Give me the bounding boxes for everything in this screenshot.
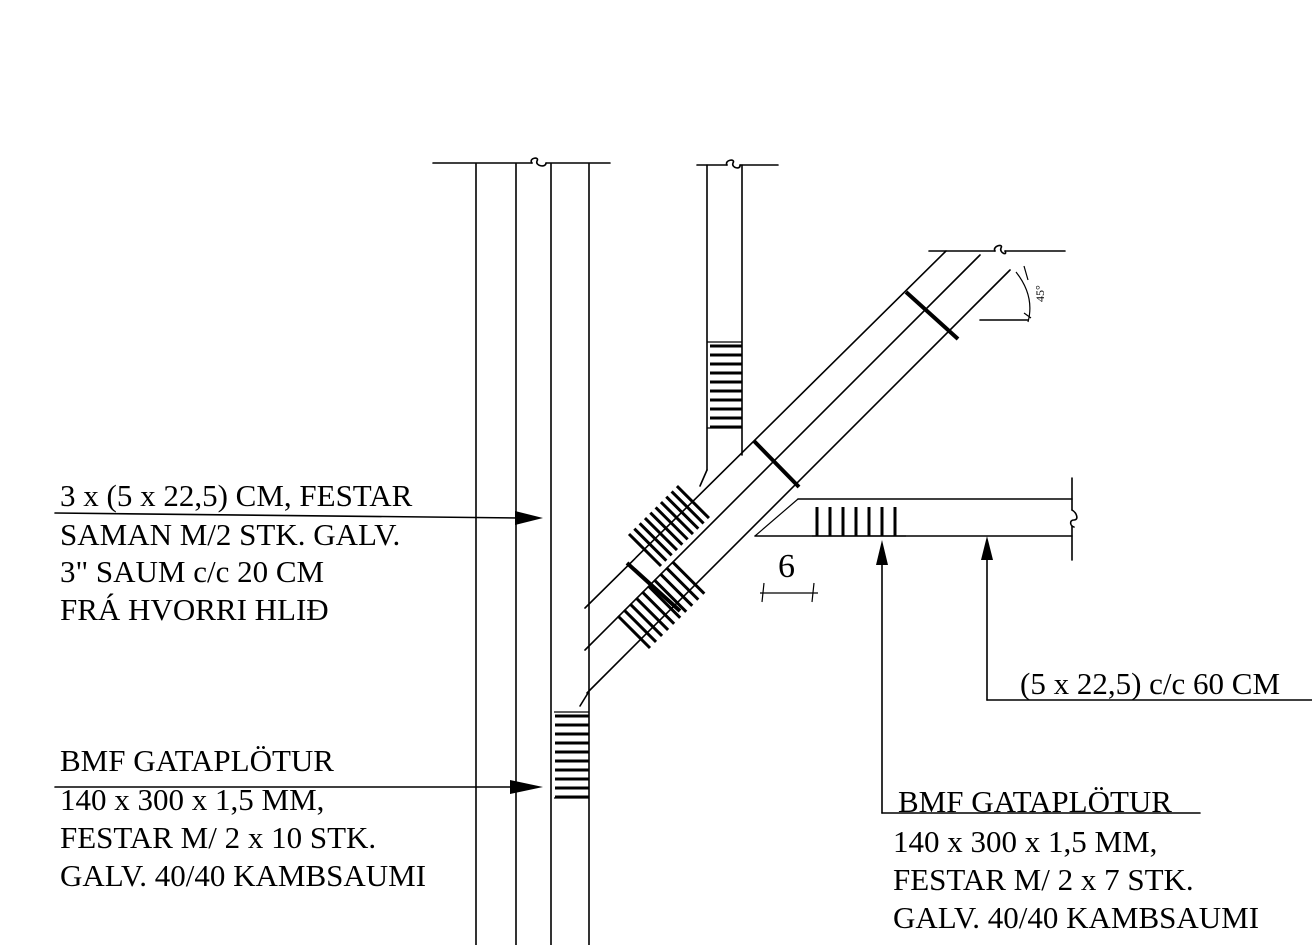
nail-mark [641,590,676,625]
nail-mark [665,495,700,530]
label-plate-right-line-4: GALV. 40/40 KAMBSAUMI [893,900,1259,935]
nail-row-diagonal-upper [627,485,710,568]
label-plate-left-line-2: 140 x 300 x 1,5 MM, [60,782,324,817]
nail-mark [647,584,682,619]
label-plate-right-line-2: 140 x 300 x 1,5 MM, [893,824,1157,859]
nail-row-diagonal-lower [616,560,706,650]
angle-label: 45° [1033,285,1047,302]
label-plate-right-line-3: FESTAR M/ 2 x 7 STK. [893,862,1194,897]
nail-plate-upper [707,341,742,429]
nail-mark [671,560,706,595]
dimension-spacing: 6 [760,548,818,603]
label-member-line-4: FRÁ HVORRI HLIÐ [60,592,329,627]
label-member-line-1: 3 x (5 x 22,5) CM, FESTAR [60,478,413,513]
nail-mark [616,614,652,650]
label-plate-left: BMF GATAPLÖTUR 140 x 300 x 1,5 MM, FESTA… [60,743,426,893]
nail-mark [638,522,673,557]
nail-mark [665,566,700,601]
vertical-post [432,157,611,945]
nail-mark [649,511,684,546]
nail-plate-lower [554,711,589,799]
nail-mark [622,608,658,644]
horizontal-joist [754,477,1078,561]
label-member-line-3: 3" SAUM c/c 20 CM [60,554,324,589]
nail-mark [659,572,694,607]
nail-mark [643,516,679,552]
label-plate-right-line-1: BMF GATAPLÖTUR [898,784,1172,819]
label-plate-right: BMF GATAPLÖTUR 140 x 300 x 1,5 MM, FESTA… [893,784,1259,935]
nail-mark [633,527,668,562]
nail-mark [654,506,689,541]
label-plate-left-line-1: BMF GATAPLÖTUR [60,743,334,778]
nail-mark [659,500,695,536]
label-joist: (5 x 22,5) c/c 60 CM [1020,666,1280,701]
label-member-line-2: SAMAN M/2 STK. GALV. [60,517,400,552]
nail-plate-joist [812,507,906,537]
nail-mark [629,602,664,637]
upper-vertical-member [696,159,779,471]
leader-plate-right [876,540,1201,814]
nail-mark [635,596,670,631]
label-member: 3 x (5 x 22,5) CM, FESTAR SAMAN M/2 STK.… [60,478,413,627]
nail-mark [675,485,710,520]
nail-mark [653,578,688,613]
leader-member [54,511,543,525]
nail-mark [670,490,705,525]
dimension-spacing-value: 6 [778,548,795,585]
label-plate-left-line-3: FESTAR M/ 2 x 10 STK. [60,820,376,855]
leader-joist [981,536,1312,701]
leader-plate-left [54,780,543,794]
nail-mark [627,532,663,568]
label-plate-left-line-4: GALV. 40/40 KAMBSAUMI [60,858,426,893]
